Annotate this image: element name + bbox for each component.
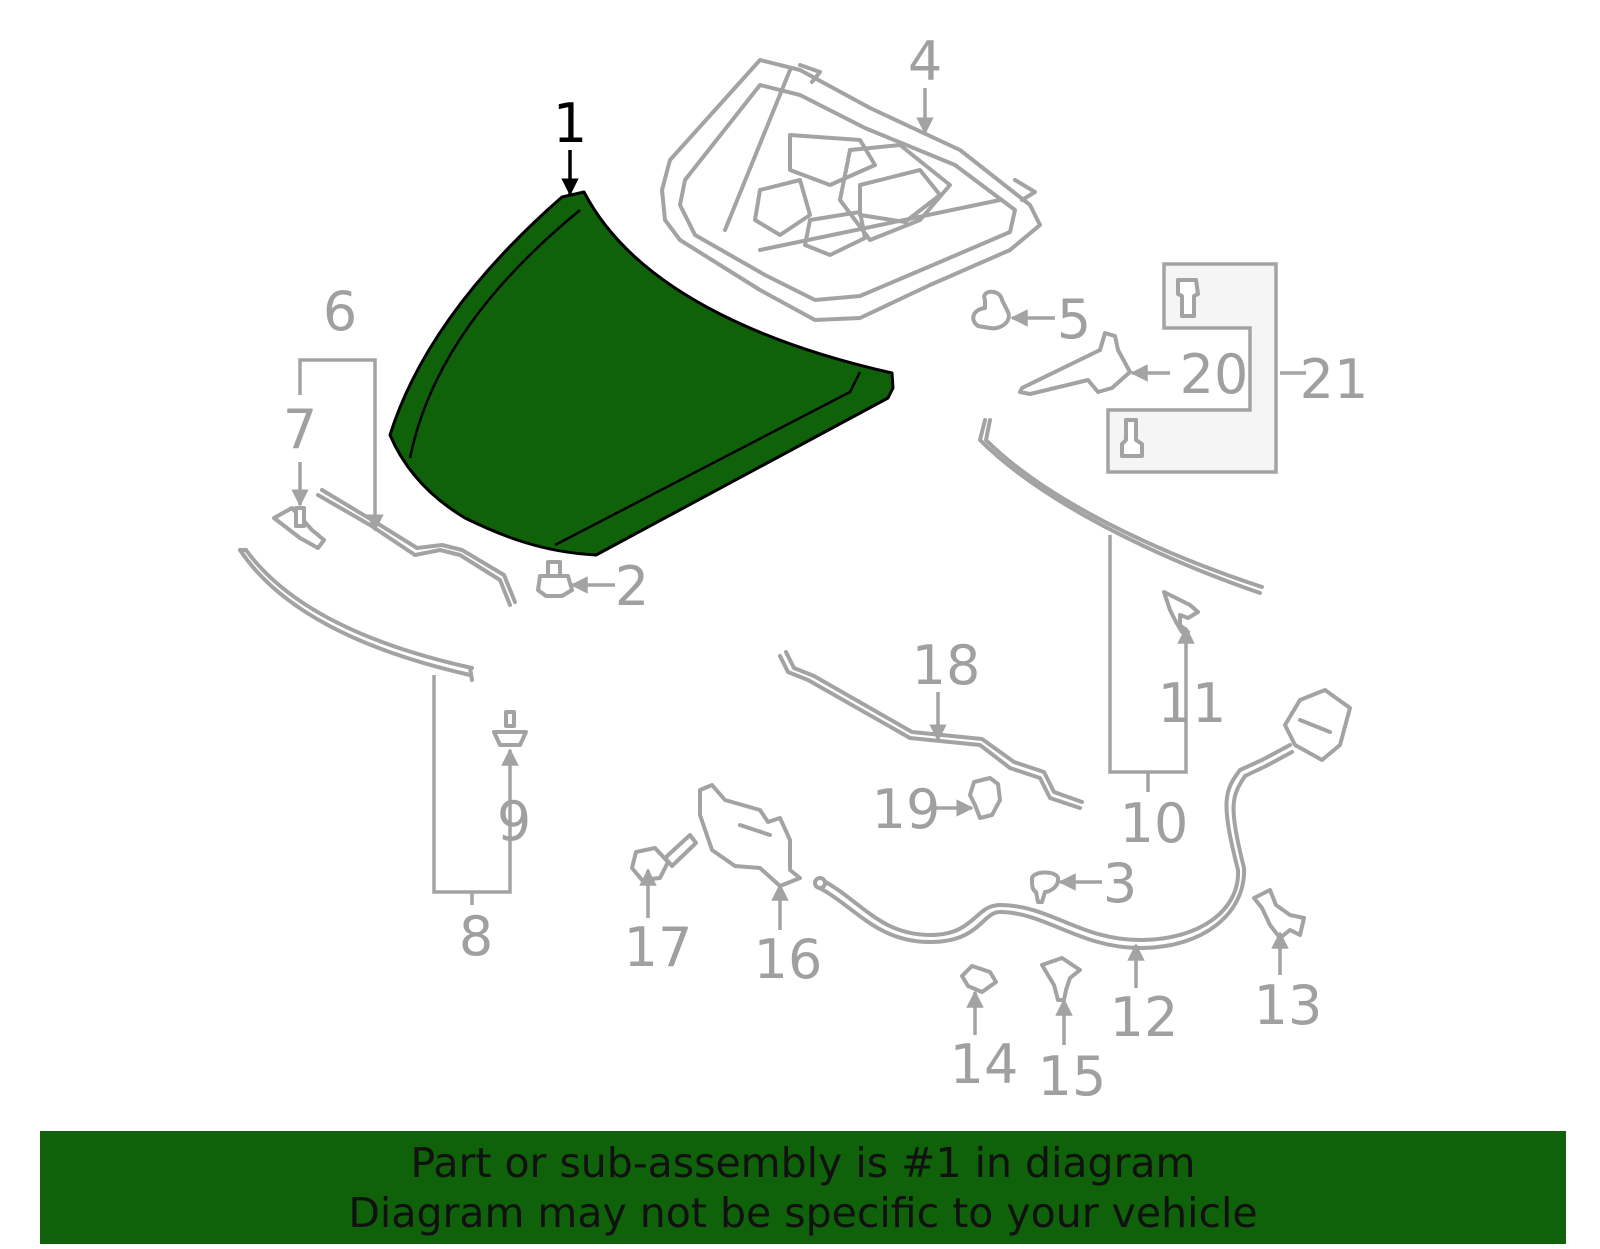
callout-8: 8 [459,905,493,968]
front-seal-part-8 [238,548,474,682]
prop-rod-part-18 [778,650,1084,810]
hinge-kit-part-21 [1106,262,1278,474]
callout-6: 6 [323,280,357,343]
callout-4: 4 [908,30,942,93]
callout-9: 9 [497,790,531,853]
banner-line-2: Diagram may not be specific to your vehi… [348,1188,1258,1237]
hood-insulator-part-4 [660,58,1042,322]
leader-lines [291,88,1306,1045]
callout-14: 14 [950,1033,1019,1096]
latch-part-16 [698,783,802,888]
bumper-part-5 [971,289,1011,331]
callout-7: 7 [283,398,317,461]
callout-numbers: 1 2 3 4 5 6 7 8 9 10 11 12 13 14 15 16 1… [283,30,1369,1108]
callout-17: 17 [624,916,693,979]
clip-part-11 [1162,590,1200,634]
clip-part-7 [272,506,326,550]
release-cable-part-12 [813,688,1352,950]
push-clip-part-9 [492,710,528,747]
hood-part-1 [388,190,895,557]
callout-20: 20 [1180,343,1249,406]
callout-3: 3 [1103,852,1137,915]
callout-15: 15 [1038,1045,1107,1108]
bolt-part-17 [630,833,698,882]
grommet-part-3 [1030,870,1060,904]
clip-part-15 [1040,956,1082,1002]
callout-18: 18 [912,634,981,697]
callout-19: 19 [872,778,941,841]
callout-10: 10 [1120,792,1189,855]
callout-16: 16 [754,928,823,991]
seal-part-10 [978,418,1264,595]
callout-21: 21 [1300,348,1369,411]
bracket-part-13 [1252,888,1306,940]
callout-5: 5 [1057,288,1091,351]
clip-part-14 [960,964,998,994]
banner-line-1: Part or sub-assembly is #1 in diagram [410,1138,1196,1187]
callout-12: 12 [1110,986,1179,1049]
callout-11: 11 [1158,672,1227,735]
callout-13: 13 [1254,974,1323,1037]
clip-part-19 [968,776,1002,820]
bolt-part-2 [536,560,574,598]
hinge-part-20 [1018,331,1132,396]
callout-2: 2 [615,555,649,618]
info-banner: Part or sub-assembly is #1 in diagram Di… [40,1131,1566,1244]
callout-1: 1 [553,92,587,155]
